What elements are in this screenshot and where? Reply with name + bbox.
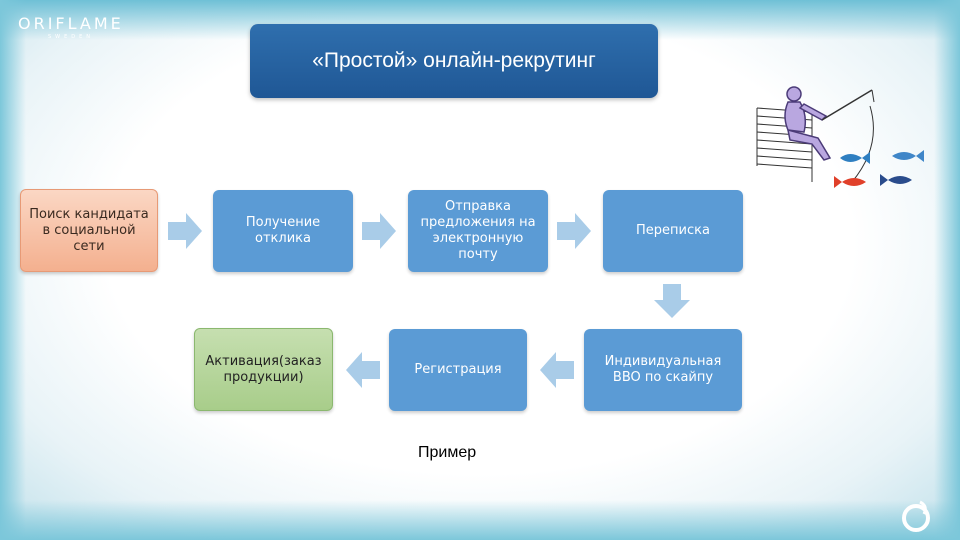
arrow-left-icon	[346, 352, 380, 388]
arrow-down-icon	[654, 284, 690, 318]
step-chat: Переписка	[603, 190, 743, 272]
arrow-right-icon	[362, 213, 396, 249]
step-skype-meeting-label: Индивидуальная BBO по скайпу	[604, 354, 722, 385]
frame-right	[934, 0, 960, 540]
step-activation: Активация(заказ продукции)	[194, 328, 333, 411]
step-skype-meeting: Индивидуальная BBO по скайпу	[584, 329, 742, 411]
step-get-response-label: Получение отклика	[245, 215, 321, 246]
arrow-left-icon	[540, 352, 574, 388]
step-registration: Регистрация	[389, 329, 527, 411]
step-registration-label: Регистрация	[414, 362, 502, 377]
person-fishing-icon	[756, 86, 924, 188]
example-caption: Пример	[418, 444, 477, 461]
oriflame-mark-icon	[902, 500, 930, 532]
arrow-right-icon	[557, 213, 591, 249]
step-search-candidate-label: Поиск кандидата в социальной сети	[29, 206, 149, 254]
step-search-candidate: Поиск кандидата в социальной сети	[20, 189, 158, 272]
step-activation-label: Активация(заказ продукции)	[205, 353, 322, 385]
frame-bottom	[0, 500, 960, 540]
step-send-offer-email: Отправка предложения на электронную почт…	[408, 190, 548, 272]
arrow-right-icon	[168, 213, 202, 249]
brand-tagline: SWEDEN	[48, 34, 95, 40]
step-chat-label: Переписка	[636, 223, 710, 238]
slide-title: «Простой» онлайн-рекрутинг	[250, 24, 658, 98]
step-send-offer-email-label: Отправка предложения на электронную почт…	[420, 199, 536, 262]
step-get-response: Получение отклика	[213, 190, 353, 272]
brand-logo: ORIFLAME	[18, 14, 124, 33]
